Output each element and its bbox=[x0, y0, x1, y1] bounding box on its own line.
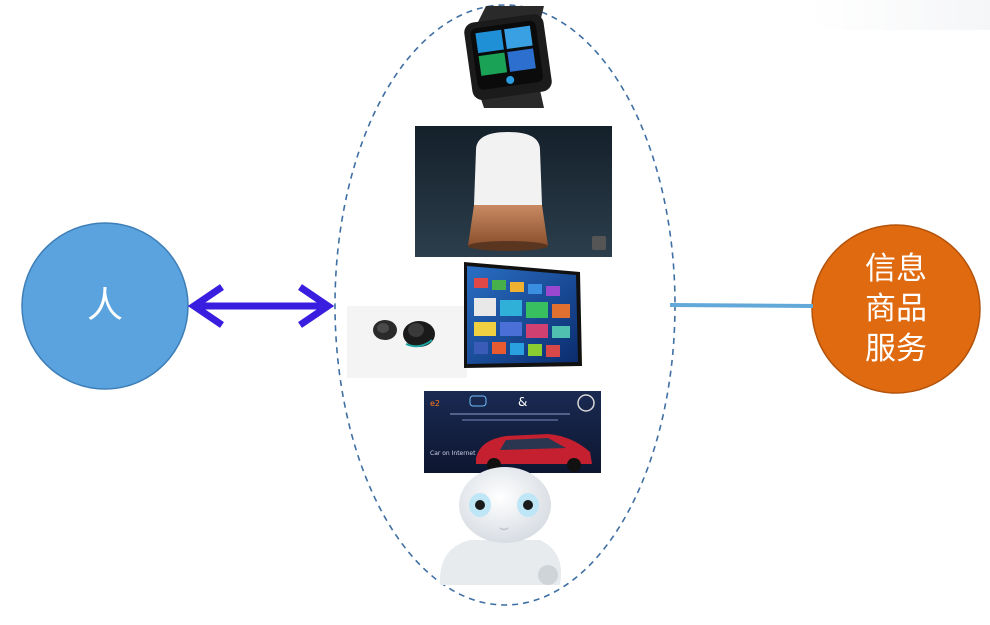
car-caption: Car on Internet bbox=[430, 450, 476, 457]
connected-car-image: e2 & Car on Internet bbox=[424, 391, 601, 473]
robot-image bbox=[440, 467, 561, 585]
svg-text:&: & bbox=[518, 395, 527, 409]
connector-line bbox=[670, 305, 813, 306]
smartwatch-image bbox=[463, 6, 553, 108]
svg-text:e2: e2 bbox=[430, 399, 440, 408]
smart-speaker-image bbox=[415, 126, 612, 257]
service-node bbox=[812, 225, 980, 393]
smart-tv-image bbox=[464, 262, 582, 368]
corner-fade bbox=[810, 0, 990, 30]
earbuds-image bbox=[347, 306, 467, 378]
person-node bbox=[22, 223, 188, 389]
bidirectional-arrow bbox=[194, 287, 328, 325]
